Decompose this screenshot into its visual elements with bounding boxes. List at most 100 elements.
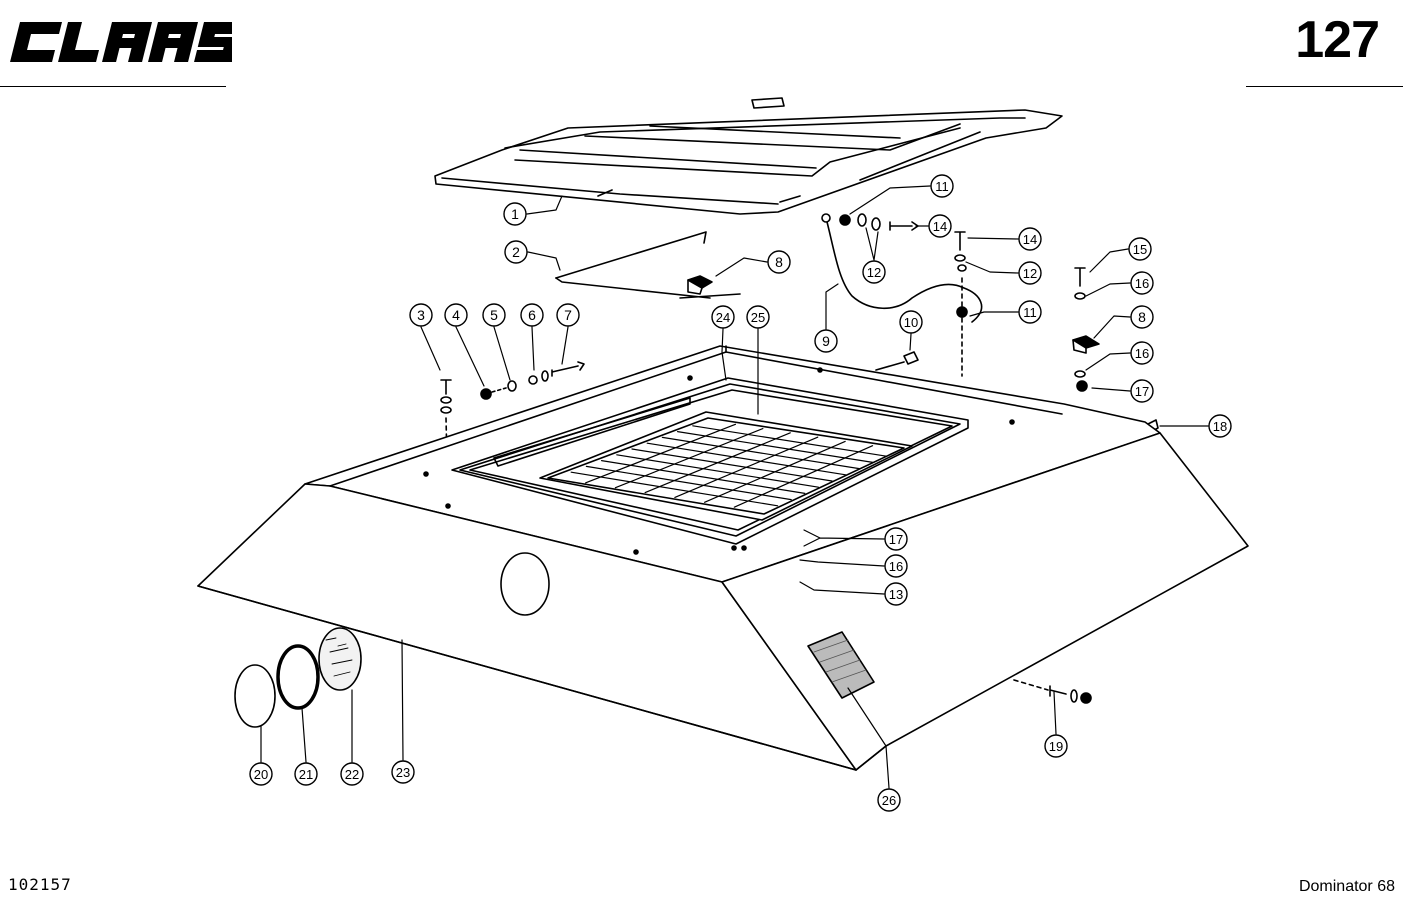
callout-23: 23: [391, 760, 415, 784]
callout-circle: [862, 260, 886, 284]
leader-line: [1091, 387, 1131, 392]
leader-line: [526, 195, 563, 215]
callout-number: 6: [528, 307, 536, 323]
latch-block-upper: [687, 275, 713, 295]
callout-11: 11: [930, 174, 954, 198]
leader-line: [825, 283, 839, 330]
callout-number: 8: [1138, 309, 1146, 325]
leader-lines: [260, 185, 1209, 789]
callout-circle: [520, 303, 544, 327]
callout-circle: [899, 310, 923, 334]
leader-line: [1085, 282, 1131, 297]
leader-line: [849, 185, 931, 215]
callout-circle: [1130, 305, 1154, 329]
roof-panel: [434, 97, 1063, 215]
leader-line: [1089, 248, 1129, 273]
claas-logo: [10, 22, 232, 62]
callout-number: 8: [775, 254, 783, 270]
callout-circle: [814, 329, 838, 353]
document-number: 102157: [8, 875, 72, 894]
leader-line: [803, 529, 885, 547]
callout-16: 16: [1130, 271, 1154, 295]
callout-25: 25: [746, 305, 770, 329]
callout-circle: [1018, 261, 1042, 285]
callout-circle: [877, 788, 901, 812]
callout-number: 3: [417, 307, 425, 323]
callout-12: 12: [1018, 261, 1042, 285]
leader-line: [847, 687, 890, 789]
leader-line: [420, 326, 441, 371]
callout-circle: [1018, 227, 1042, 251]
callout-number: 16: [1135, 346, 1149, 361]
callout-number: 14: [933, 219, 947, 234]
callout-24: 24: [711, 305, 735, 329]
callout-circle: [409, 303, 433, 327]
lamp-lens-parts: [234, 627, 362, 728]
page-number: 127: [1295, 11, 1380, 69]
prop-rod: [555, 231, 741, 299]
callout-number: 21: [299, 767, 313, 782]
callout-circle: [482, 303, 506, 327]
callout-number: 4: [452, 307, 460, 323]
callout-13: 13: [884, 582, 908, 606]
callout-circle: [711, 305, 735, 329]
callout-circle: [1044, 734, 1068, 758]
callout-12: 12: [862, 260, 886, 284]
callout-circle: [391, 760, 415, 784]
model-name: Dominator 68: [1298, 878, 1395, 895]
callout-number: 24: [716, 310, 730, 325]
callout-circle: [746, 305, 770, 329]
leader-line: [865, 227, 879, 261]
callout-circle: [884, 527, 908, 551]
header-rule-right: [1246, 86, 1403, 87]
callout-circle: [928, 214, 952, 238]
callout-1: 1: [503, 202, 527, 226]
leader-line: [1093, 315, 1131, 339]
callout-8: 8: [767, 250, 791, 274]
callout-18: 18: [1208, 414, 1232, 438]
latch-block-right: [1072, 335, 1100, 354]
leader-line: [721, 328, 727, 381]
callout-20: 20: [249, 762, 273, 786]
cable: [821, 213, 983, 323]
leader-line: [969, 311, 1019, 317]
callout-number: 26: [882, 793, 896, 808]
callout-14: 14: [928, 214, 952, 238]
leader-line: [561, 326, 569, 365]
callout-circle: [503, 202, 527, 226]
leader-line: [967, 237, 1019, 240]
callout-number: 22: [345, 767, 359, 782]
callout-circle: [884, 582, 908, 606]
callout-7: 7: [556, 303, 580, 327]
callout-17: 17: [1130, 379, 1154, 403]
callout-8: 8: [1130, 305, 1154, 329]
header-rule-left: [0, 86, 226, 87]
callout-number: 2: [512, 244, 520, 260]
callout-number: 5: [490, 307, 498, 323]
leader-line: [1085, 352, 1131, 371]
callout-22: 22: [340, 762, 364, 786]
callout-6: 6: [520, 303, 544, 327]
callout-number: 7: [564, 307, 572, 323]
callout-9: 9: [814, 329, 838, 353]
callout-circle: [1128, 237, 1152, 261]
callout-number: 17: [889, 532, 903, 547]
callout-15: 15: [1128, 237, 1152, 261]
callout-number: 15: [1133, 242, 1147, 257]
callout-19: 19: [1044, 734, 1068, 758]
leader-line: [527, 251, 561, 271]
callout-10: 10: [899, 310, 923, 334]
leader-line: [493, 326, 511, 381]
callout-number: 12: [867, 265, 881, 280]
callout-16: 16: [1130, 341, 1154, 365]
callout-number: 18: [1213, 419, 1227, 434]
callout-11: 11: [1018, 300, 1042, 324]
callout-17: 17: [884, 527, 908, 551]
callout-number: 9: [822, 333, 830, 349]
leader-line: [455, 326, 485, 387]
callout-circle: [340, 762, 364, 786]
callout-circle: [767, 250, 791, 274]
callout-number: 1: [511, 206, 519, 222]
